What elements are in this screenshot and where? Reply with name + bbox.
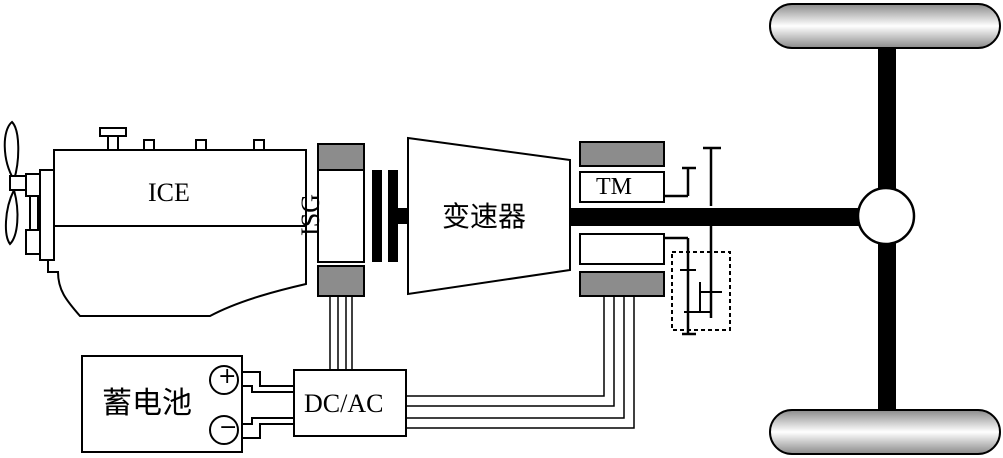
transmission-label: 变速器 [442, 202, 527, 233]
fan-icon [3, 120, 33, 246]
minus-terminal-label: − [219, 415, 238, 440]
output-shaft [570, 208, 862, 226]
gear-housing-inner [680, 269, 722, 313]
engine-block [25, 127, 307, 317]
inverter-label: DC/AC [304, 389, 384, 418]
traction-motor [579, 141, 665, 297]
isg-wires [329, 296, 353, 370]
inverter [293, 369, 407, 437]
isg-motor [317, 143, 365, 297]
traction-motor-label: TM [596, 174, 632, 200]
battery-label: 蓄电池 [102, 387, 192, 420]
differential [856, 186, 916, 246]
wheel-top [769, 3, 1001, 49]
isg-label: ISG [296, 194, 325, 236]
battery-wires [242, 371, 294, 439]
transmission [407, 136, 571, 296]
engine-label: ICE [148, 178, 190, 207]
gear-set [664, 146, 721, 336]
gear-housing-dashed [671, 251, 731, 331]
minus-terminal-icon [209, 415, 239, 445]
clutch [372, 170, 412, 262]
plus-terminal-icon [209, 365, 239, 395]
wheel-bottom [769, 409, 1001, 455]
tm-wires [406, 296, 635, 429]
plus-terminal-label: + [218, 364, 237, 389]
